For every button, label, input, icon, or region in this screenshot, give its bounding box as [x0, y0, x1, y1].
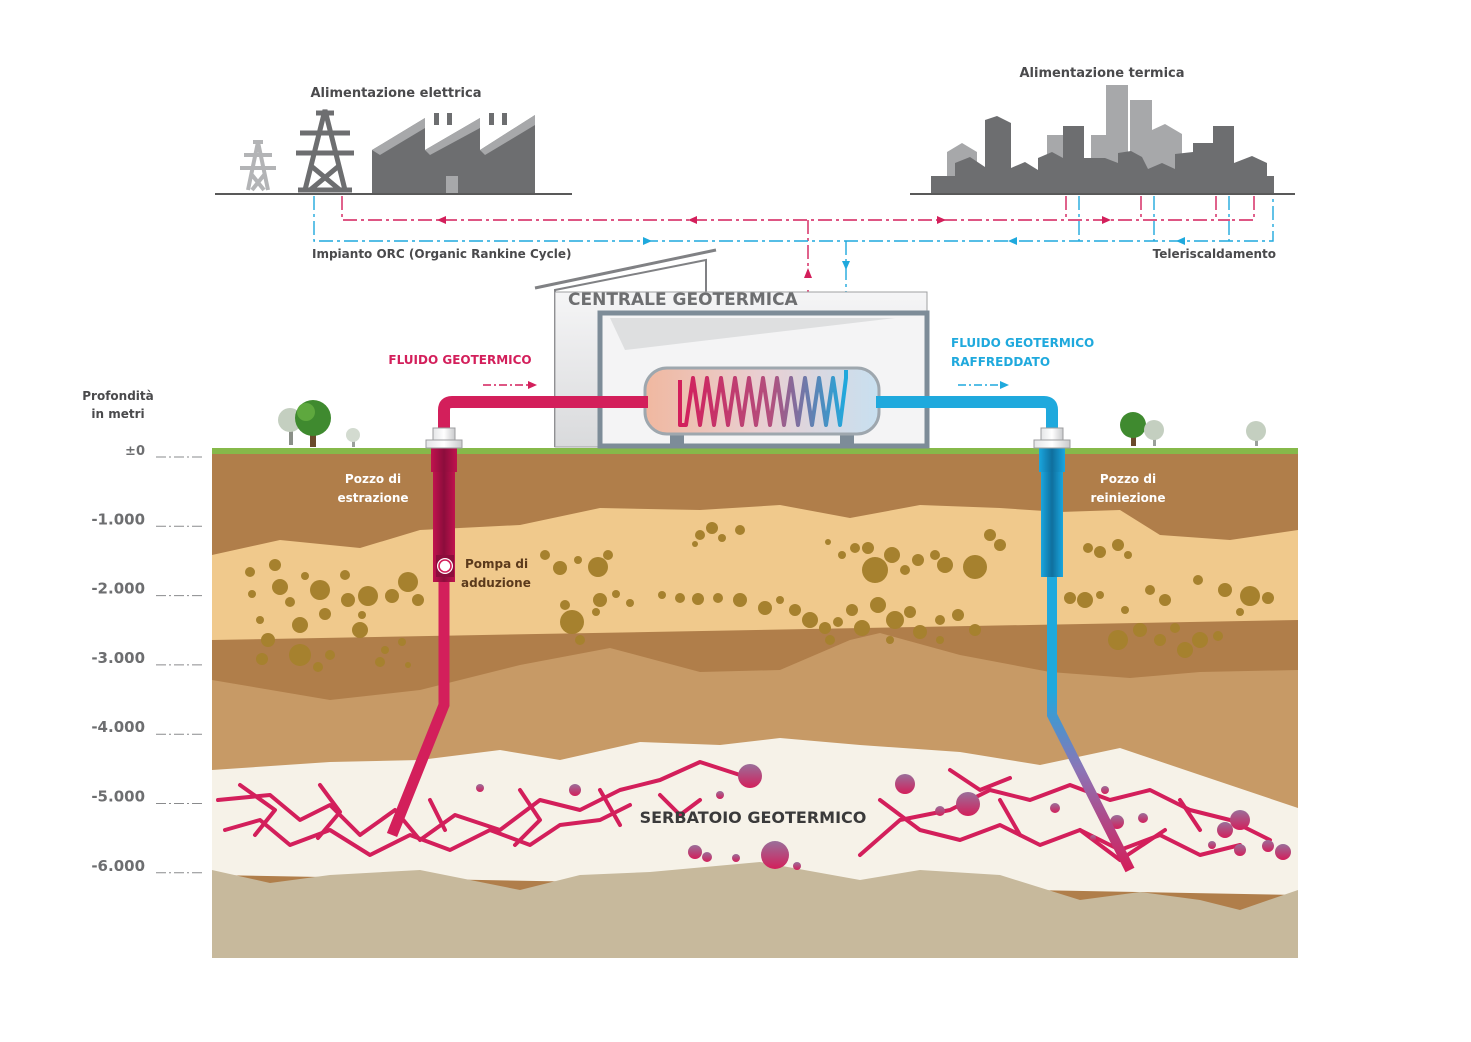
reinjection-well-label-line2: reiniezione — [1091, 491, 1166, 505]
pump-icon — [436, 555, 454, 577]
reservoir-layer — [212, 738, 1298, 895]
hot-fluid-pipe — [438, 396, 648, 440]
small-pylon-icon — [240, 140, 276, 192]
sand-layer — [212, 505, 1298, 640]
reservoir-bubbles — [476, 764, 1291, 870]
depth-tick-label: -4.000 — [91, 718, 145, 736]
electric-supply-label: Alimentazione elettrica — [311, 86, 482, 101]
geothermal-plant: CENTRALE GEOTERMICA — [534, 248, 930, 449]
depth-axis-title-line2: in metri — [91, 407, 144, 421]
hot-fluid-arrow-icon — [483, 381, 537, 389]
district-heating-label: Teleriscaldamento — [1153, 247, 1276, 261]
depth-tick-label: -6.000 — [91, 857, 145, 875]
thermal-supply-label: Alimentazione termica — [1019, 66, 1184, 81]
depth-axis: Profondità in metri ±0 -1.000 -2.000 -3.000… — [82, 389, 203, 875]
cold-fluid-label-line2: RAFFREDDATO — [951, 355, 1050, 369]
extraction-well — [386, 427, 463, 838]
pump-label-line2: adduzione — [461, 576, 531, 590]
boulders — [245, 522, 1274, 672]
trees — [278, 400, 1266, 447]
grass-strip — [212, 448, 1298, 454]
orc-label: Impianto ORC (Organic Rankine Cycle) — [312, 247, 571, 261]
reservoir-fractures — [216, 760, 1272, 862]
city-skyline-icon — [931, 85, 1274, 193]
factory-icon — [372, 113, 535, 193]
arrow-left-icon — [1176, 237, 1185, 245]
arrow-down-icon — [842, 261, 850, 270]
extraction-well-label-line1: Pozzo di — [345, 472, 401, 486]
arrow-left-icon — [1008, 237, 1017, 245]
heat-exchanger-icon — [643, 366, 881, 444]
ground-layers — [212, 448, 1298, 958]
cold-flow-arrows — [643, 237, 1185, 270]
depth-tick-label: ±0 — [125, 444, 145, 459]
reinjection-well — [1033, 427, 1135, 873]
cold-fluid-label-line1: FLUIDO GEOTERMICO — [951, 336, 1094, 350]
electric-supply-group: Alimentazione elettrica — [215, 86, 572, 195]
cold-fluid-arrow-icon — [958, 381, 1009, 389]
arrow-right-icon — [643, 237, 652, 245]
tree-icon — [1120, 412, 1146, 446]
depth-tick-label: -3.000 — [91, 649, 145, 667]
thermal-supply-group: Alimentazione termica — [910, 66, 1295, 195]
depth-tick-label: -5.000 — [91, 788, 145, 806]
bedrock-layer — [212, 862, 1298, 958]
tree-icon — [346, 428, 360, 447]
arrow-left-icon — [688, 216, 697, 224]
depth-tick-label: -2.000 — [91, 580, 145, 598]
large-pylon-icon — [296, 109, 354, 193]
arrow-right-icon — [1102, 216, 1111, 224]
extraction-well-label-line2: estrazione — [337, 491, 408, 505]
arrow-left-icon — [437, 216, 446, 224]
tree-icon — [1246, 421, 1266, 446]
pump-label-line1: Pompa di — [465, 557, 528, 571]
reinjection-well-label-line1: Pozzo di — [1100, 472, 1156, 486]
tree-icon — [1144, 420, 1164, 446]
tree-icon — [295, 400, 331, 447]
depth-tick-label: -1.000 — [91, 510, 145, 528]
roof-line — [534, 248, 717, 290]
plant-title: CENTRALE GEOTERMICA — [568, 290, 799, 310]
reservoir-label: SERBATOIO GEOTERMICO — [640, 808, 867, 827]
arrow-right-icon — [937, 216, 946, 224]
cold-fluid-pipe — [876, 396, 1058, 440]
arrow-up-icon — [804, 268, 812, 278]
depth-axis-title-line1: Profondità — [82, 389, 154, 403]
hot-fluid-label: FLUIDO GEOTERMICO — [388, 353, 531, 367]
